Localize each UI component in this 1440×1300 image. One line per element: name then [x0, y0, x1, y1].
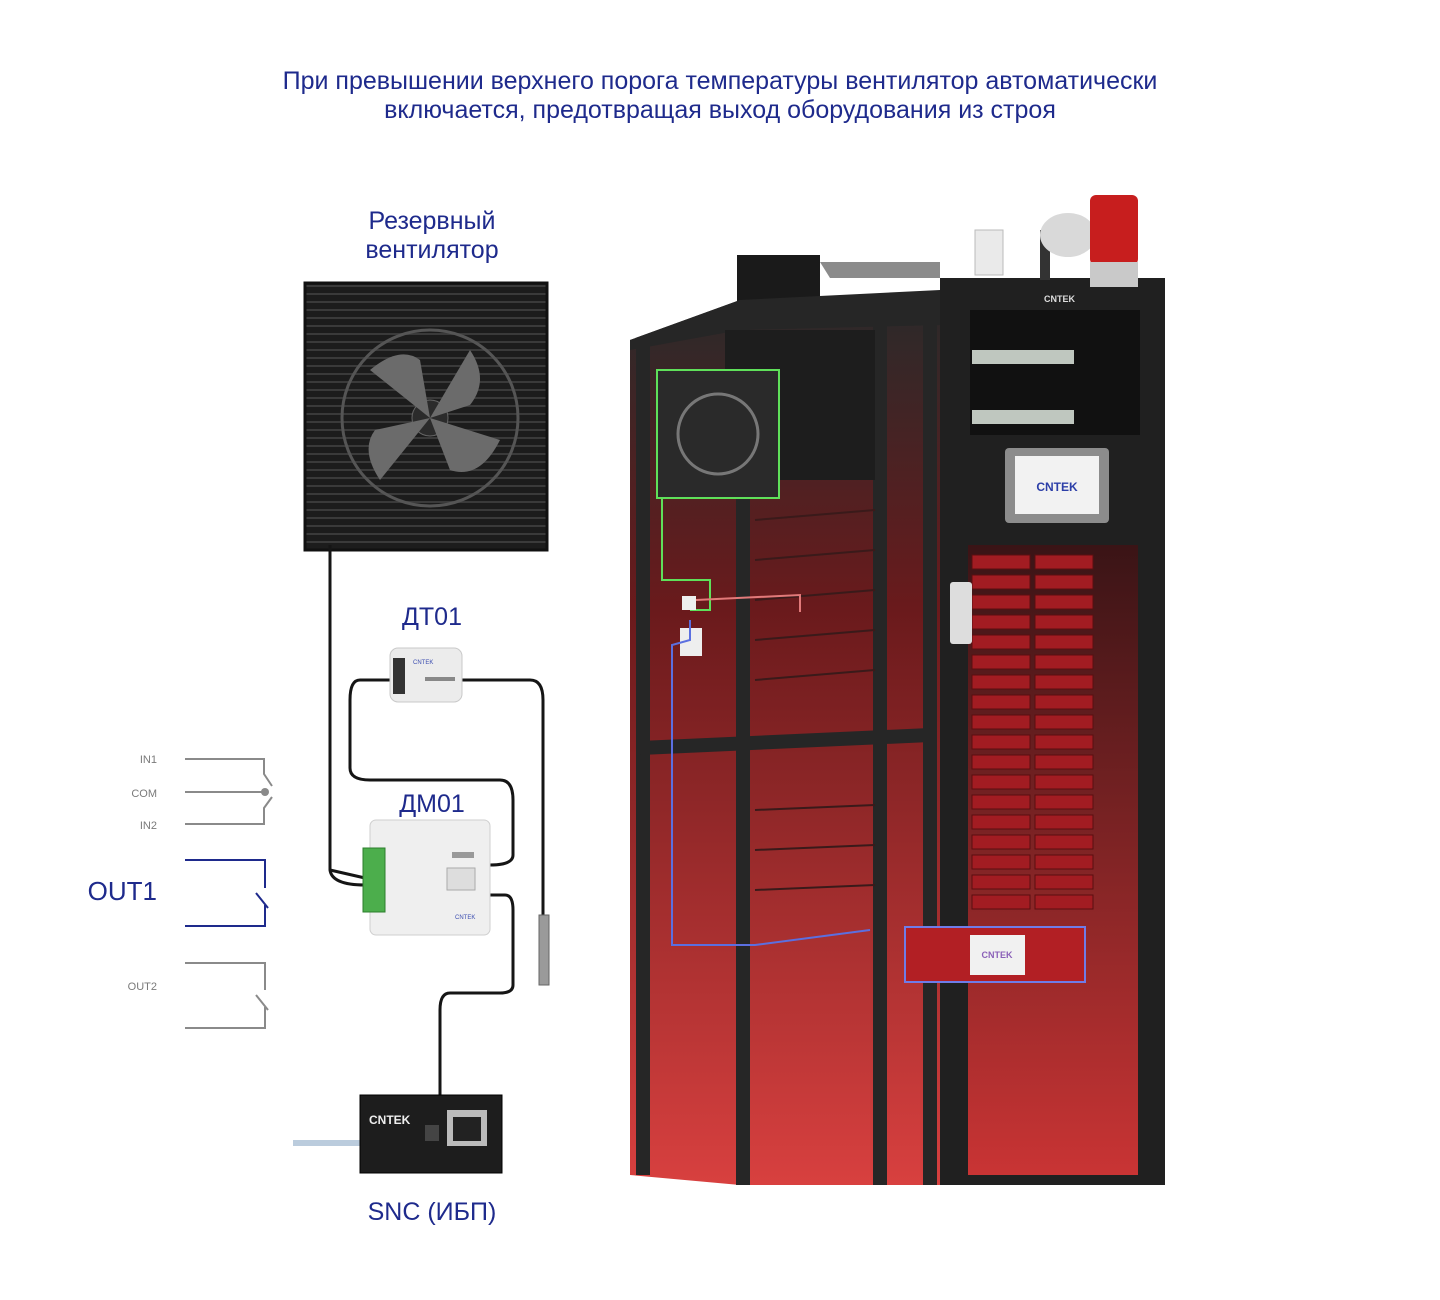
server-unit — [1034, 694, 1094, 710]
title-line-1: При превышении верхнего порога температу… — [283, 67, 1158, 95]
display-brand: CNTEK — [1036, 480, 1078, 494]
title-line-2: включается, предотвращая выход оборудова… — [384, 96, 1056, 124]
server-unit — [1034, 874, 1094, 890]
server-unit — [971, 594, 1031, 610]
server-unit — [971, 734, 1031, 750]
server-unit — [1034, 814, 1094, 830]
server-unit — [971, 654, 1031, 670]
server-unit — [971, 574, 1031, 590]
snc-card-icon: CNTEK — [293, 1094, 503, 1174]
server-unit — [1034, 834, 1094, 850]
server-unit — [971, 714, 1031, 730]
server-unit — [1034, 654, 1094, 670]
server-unit — [971, 874, 1031, 890]
ups-brand: CNTEK — [982, 950, 1013, 960]
server-rack-icon: CNTEK CNTEK CNTEK — [630, 195, 1165, 1185]
server-units — [971, 554, 1094, 910]
server-unit — [1034, 774, 1094, 790]
server-unit — [1034, 754, 1094, 770]
rack-brand: CNTEK — [1044, 294, 1075, 304]
schematic-in1: IN1 — [140, 754, 157, 766]
server-unit — [1034, 594, 1094, 610]
cables — [328, 545, 545, 1130]
server-unit — [971, 754, 1031, 770]
relay-schematic: IN1 COM IN2 OUT1 OUT2 — [88, 754, 273, 1029]
server-unit — [1034, 674, 1094, 690]
schematic-out1: OUT1 — [88, 876, 157, 906]
server-unit — [971, 834, 1031, 850]
schematic-com: COM — [131, 788, 157, 800]
server-unit — [971, 814, 1031, 830]
server-unit — [971, 554, 1031, 570]
access-reader-icon — [950, 582, 972, 644]
backup-fan-icon — [303, 281, 549, 552]
dm01-module-icon: CNTEK — [362, 819, 491, 936]
dt01-label: ДТ01 — [402, 603, 462, 631]
server-unit — [1034, 714, 1094, 730]
server-unit — [1034, 854, 1094, 870]
schematic-out2: OUT2 — [128, 981, 157, 993]
fan-label-line-1: Резервный — [369, 207, 496, 235]
dm01-brand: CNTEK — [455, 915, 475, 921]
fan-label-line-2: вентилятор — [365, 236, 498, 264]
server-unit — [971, 774, 1031, 790]
dt01-sensor-icon: CNTEK — [389, 647, 463, 703]
server-unit — [1034, 554, 1094, 570]
server-unit — [971, 694, 1031, 710]
server-unit — [1034, 614, 1094, 630]
server-unit — [971, 894, 1031, 910]
server-unit — [971, 634, 1031, 650]
server-unit — [971, 794, 1031, 810]
schematic-in2: IN2 — [140, 820, 157, 832]
temperature-probe-icon — [538, 914, 550, 986]
dt01-brand: CNTEK — [413, 660, 433, 666]
server-unit — [971, 854, 1031, 870]
snc-brand: CNTEK — [369, 1113, 411, 1127]
server-unit — [1034, 634, 1094, 650]
server-unit — [1034, 794, 1094, 810]
server-unit — [1034, 574, 1094, 590]
server-unit — [971, 674, 1031, 690]
server-unit — [971, 614, 1031, 630]
server-unit — [1034, 894, 1094, 910]
snc-label: SNC (ИБП) — [368, 1198, 497, 1226]
dm01-label: ДМ01 — [399, 790, 465, 818]
server-unit — [1034, 734, 1094, 750]
